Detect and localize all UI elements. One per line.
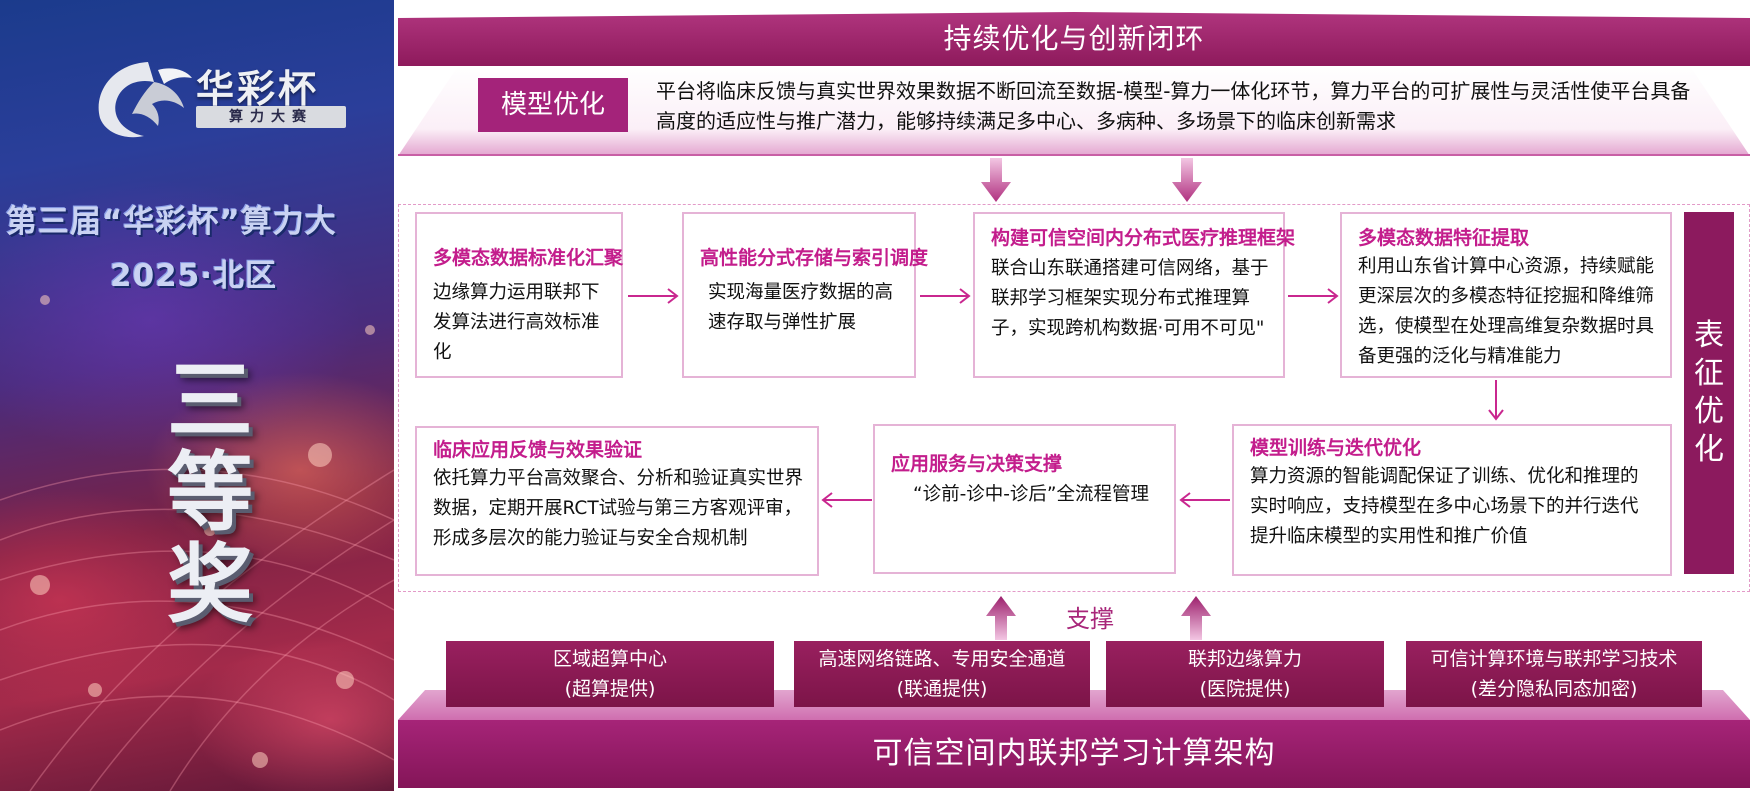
pillar-title: 区域超算中心 bbox=[552, 648, 667, 670]
competition-logo: 华彩杯 算力大赛 bbox=[88, 52, 358, 142]
step-model-training-iteration: 模型训练与迭代优化 算力资源的智能调配保证了训练、优化和推理的实时响应，支持模型… bbox=[1232, 424, 1672, 576]
step-description: 实现海量医疗数据的高速存取与弹性扩展 bbox=[708, 282, 894, 333]
down-small-arrow-icon bbox=[1488, 380, 1504, 421]
swan-logo-icon bbox=[98, 62, 192, 138]
pillar-provider: (联通提供) bbox=[896, 678, 988, 700]
pillar-provider: (差分隐私同态加密) bbox=[1470, 678, 1638, 700]
pillar-trusted-computing: 可信计算环境与联邦学习技术 (差分隐私同态加密) bbox=[1406, 641, 1702, 707]
award-banner: 华彩杯 算力大赛 第三届“华彩杯”算力大 2025·北区 三 等 奖 bbox=[0, 0, 394, 791]
description-line: 平台将临床反馈与真实世界效果数据不断回流至数据-模型-算力一体化环节，算力平台的… bbox=[656, 79, 1691, 103]
award-char: 三 bbox=[167, 351, 253, 451]
step-description: 依托算力平台高效聚合、分析和验证真实世界数据，定期开展RCT试验与第三方客观评审… bbox=[433, 468, 804, 549]
down-arrow-icon bbox=[981, 158, 1011, 202]
pillar-supercomputing-center: 区域超算中心 (超算提供) bbox=[446, 641, 774, 707]
step-title: 临床应用反馈与效果验证 bbox=[433, 439, 643, 461]
step-description: 联合山东联通搭建可信网络，基于联邦学习框架实现分布式推理算子，实现跨机构数据·可… bbox=[991, 258, 1269, 339]
award-char: 等 bbox=[167, 443, 253, 543]
step-data-standardization: 多模态数据标准化汇聚 边缘算力运用联邦下发算法进行高效标准化 bbox=[415, 212, 623, 378]
side-label-char: 化 bbox=[1694, 432, 1724, 467]
pillar-provider: (超算提供) bbox=[564, 678, 656, 700]
top-banner-continuous-optimization: 持续优化与创新闭环 bbox=[398, 12, 1750, 66]
left-arrow-icon bbox=[821, 492, 872, 508]
step-title: 多模态数据特征提取 bbox=[1358, 227, 1530, 249]
light-streaks-decoration bbox=[0, 295, 394, 791]
description-line: 高度的适应性与推广潜力，能够持续满足多中心、多病种、多场景下的临床创新需求 bbox=[656, 109, 1396, 133]
pillar-title: 联邦边缘算力 bbox=[1187, 648, 1302, 670]
pillar-edge-computing: 联邦边缘算力 (医院提供) bbox=[1106, 641, 1384, 707]
pillar-provider: (医院提供) bbox=[1199, 678, 1291, 700]
pillar-title: 高速网络链路、专用安全通道 bbox=[818, 648, 1066, 670]
step-feature-extraction: 多模态数据特征提取 利用山东省计算中心资源，持续赋能更深层次的多模态特征挖掘和降… bbox=[1340, 212, 1672, 378]
step-distributed-storage: 高性能分式存储与索引调度 实现海量医疗数据的高速存取与弹性扩展 bbox=[682, 212, 929, 378]
step-application-services: 应用服务与决策支撑 “诊前-诊中-诊后”全流程管理 bbox=[873, 424, 1176, 574]
side-label-char: 表 bbox=[1694, 318, 1724, 353]
bottom-banner-federated-architecture: 可信空间内联邦学习计算架构 bbox=[398, 720, 1750, 788]
logo-subtitle: 算力大赛 bbox=[196, 106, 346, 128]
step-clinical-feedback-validation: 临床应用反馈与效果验证 依托算力平台高效聚合、分析和验证真实世界数据，定期开展R… bbox=[415, 426, 819, 576]
top-trapezoid-background bbox=[398, 66, 1750, 156]
pillar-network-channel: 高速网络链路、专用安全通道 (联通提供) bbox=[794, 641, 1090, 707]
model-optimization-description: 平台将临床反馈与真实世界效果数据不断回流至数据-模型-算力一体化环节，算力平台的… bbox=[656, 76, 1746, 136]
step-description: 边缘算力运用联邦下发算法进行高效标准化 bbox=[433, 282, 600, 363]
process-flow-area bbox=[398, 204, 1750, 592]
up-arrow-icon bbox=[986, 596, 1016, 640]
side-label-char: 征 bbox=[1694, 356, 1724, 391]
representation-optimization-label: 表 征 优 化 bbox=[1684, 212, 1734, 574]
award-title: 三 等 奖 bbox=[150, 355, 270, 631]
award-char: 奖 bbox=[167, 535, 253, 635]
event-year-region: 2025·北区 bbox=[110, 258, 278, 294]
step-title: 构建可信空间内分布式医疗推理框架 bbox=[991, 227, 1296, 249]
step-description: “诊前-诊中-诊后”全流程管理 bbox=[913, 484, 1150, 505]
step-title: 模型训练与迭代优化 bbox=[1250, 437, 1422, 459]
support-label: 支撑 bbox=[1066, 605, 1114, 633]
right-arrow-icon bbox=[628, 288, 679, 304]
step-title: 多模态数据标准化汇聚 bbox=[433, 247, 624, 269]
step-title: 高性能分式存储与索引调度 bbox=[700, 247, 929, 269]
right-arrow-icon bbox=[1288, 288, 1339, 304]
side-label-char: 优 bbox=[1694, 394, 1724, 429]
up-arrow-icon bbox=[1181, 596, 1211, 640]
right-arrow-icon bbox=[920, 288, 971, 304]
down-arrow-icon bbox=[1172, 158, 1202, 202]
left-arrow-icon bbox=[1179, 492, 1230, 508]
step-title: 应用服务与决策支撑 bbox=[891, 453, 1063, 475]
logo-title: 华彩杯 bbox=[196, 67, 320, 111]
model-optimization-tag: 模型优化 bbox=[478, 78, 628, 132]
step-description: 算力资源的智能调配保证了训练、优化和推理的实时响应，支持模型在多中心场景下的并行… bbox=[1250, 466, 1639, 547]
event-name: 第三届“华彩杯”算力大 bbox=[6, 204, 337, 240]
step-description: 利用山东省计算中心资源，持续赋能更深层次的多模态特征挖掘和降维筛选，使模型在处理… bbox=[1358, 256, 1655, 367]
step-distributed-inference-framework: 构建可信空间内分布式医疗推理框架 联合山东联通搭建可信网络，基于联邦学习框架实现… bbox=[973, 212, 1296, 378]
pillar-title: 可信计算环境与联邦学习技术 bbox=[1430, 648, 1678, 670]
